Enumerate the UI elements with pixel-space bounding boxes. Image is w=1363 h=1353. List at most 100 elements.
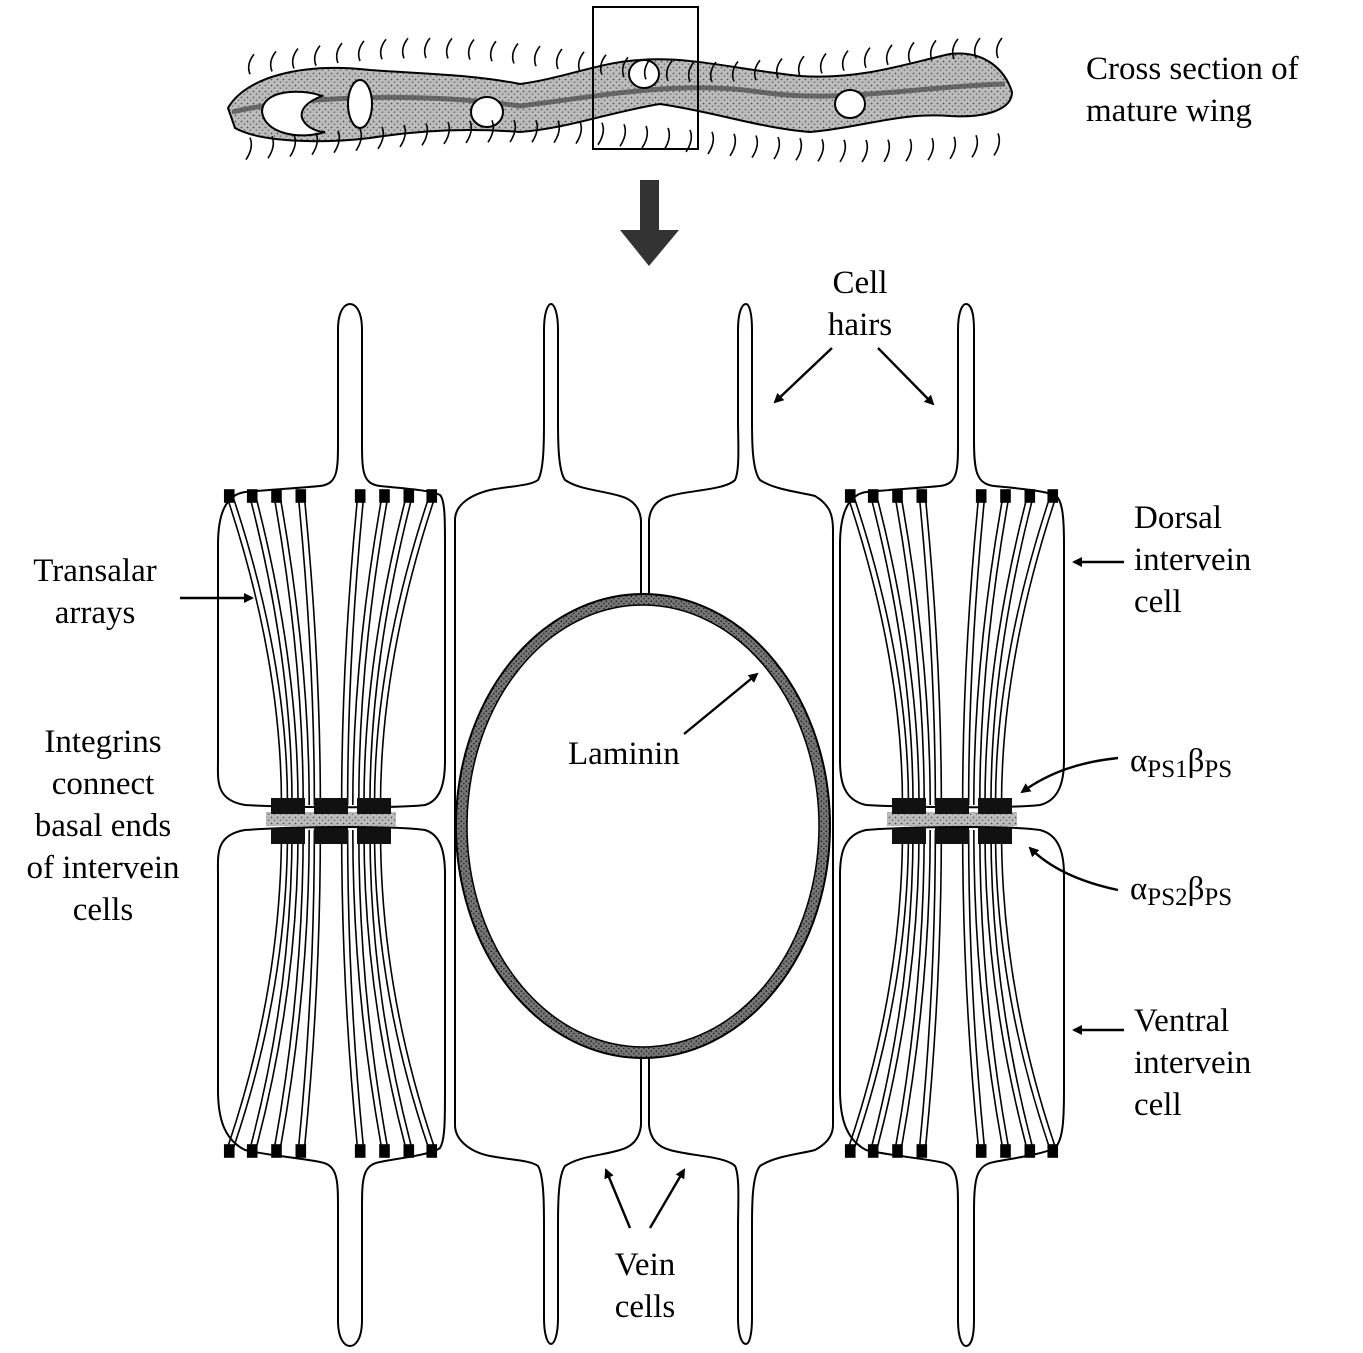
transalar-fibre bbox=[298, 830, 314, 1150]
wing-hair bbox=[821, 53, 826, 73]
fibre-anchor bbox=[846, 490, 855, 502]
ps2-alpha: α bbox=[1130, 871, 1147, 907]
wing-hair bbox=[818, 139, 823, 161]
ventral-line-1: Ventral bbox=[1134, 1000, 1251, 1042]
wing-hair bbox=[997, 38, 1002, 58]
integrin-block bbox=[978, 798, 1012, 814]
transalar-fibre bbox=[996, 830, 1051, 1150]
wing-hair bbox=[579, 52, 584, 72]
basal-gap bbox=[266, 812, 396, 826]
wing-hair bbox=[271, 51, 276, 71]
transalar-fibre bbox=[280, 830, 309, 1150]
fibre-anchor bbox=[272, 490, 281, 502]
wing-hair bbox=[447, 38, 452, 58]
fibre-anchor bbox=[1001, 1145, 1010, 1157]
vein-line-2: cells bbox=[590, 1286, 700, 1328]
ventral-line-3: cell bbox=[1134, 1084, 1251, 1126]
wing-hair bbox=[249, 54, 254, 74]
integrin-block bbox=[892, 798, 926, 814]
fibre-anchor bbox=[1025, 1145, 1034, 1157]
wing-hair bbox=[337, 43, 342, 63]
wing-hair bbox=[535, 46, 540, 66]
transalar-fibre bbox=[353, 830, 382, 1150]
fibre-anchor bbox=[296, 490, 305, 502]
integrin-block bbox=[271, 798, 305, 814]
fibre-anchor bbox=[380, 490, 389, 502]
cell-hairs-label: Cell hairs bbox=[810, 262, 910, 346]
ps1-beta-sub: PS bbox=[1204, 756, 1232, 783]
fibre-anchor bbox=[225, 1145, 234, 1157]
integrins-line-2: connect bbox=[0, 763, 206, 805]
transalar-fibre bbox=[963, 830, 979, 1150]
wing-hair bbox=[906, 139, 911, 161]
wing-hair bbox=[246, 138, 251, 160]
transalar-fibre bbox=[925, 496, 941, 805]
fibre-anchor bbox=[356, 490, 365, 502]
fibre-anchor bbox=[404, 1145, 413, 1157]
wing-hair bbox=[708, 132, 713, 154]
ps2-beta: β bbox=[1188, 871, 1205, 907]
fibre-anchor bbox=[1001, 490, 1010, 502]
transalar-fibre bbox=[304, 496, 320, 805]
ventral-line-2: intervein bbox=[1134, 1042, 1251, 1084]
fibre-anchor bbox=[917, 490, 926, 502]
wing-hair bbox=[972, 135, 977, 157]
wing-hair bbox=[928, 138, 933, 160]
fibre-anchor bbox=[893, 1145, 902, 1157]
wing-hair bbox=[576, 122, 581, 144]
transalar-fibre bbox=[280, 496, 309, 805]
integrins-line-5: cells bbox=[0, 889, 206, 931]
wing-hair bbox=[642, 126, 647, 148]
integrins-line-1: Integrins bbox=[0, 721, 206, 763]
transalar-fibre bbox=[963, 496, 979, 805]
fibre-anchor bbox=[248, 490, 257, 502]
wing-hair bbox=[862, 140, 867, 162]
laminin-label: Laminin bbox=[568, 733, 680, 775]
transalar-fibre bbox=[974, 496, 1003, 805]
wing-hair bbox=[620, 124, 625, 146]
integrin-block bbox=[314, 828, 348, 844]
transalar-fibre bbox=[895, 496, 924, 805]
transalar-fibre bbox=[359, 496, 388, 805]
cell-hairs-line-1: Cell bbox=[810, 262, 910, 304]
wing-hair bbox=[774, 137, 779, 159]
wing-hair bbox=[513, 44, 518, 64]
integrin-block bbox=[935, 828, 969, 844]
vein-line-1: Vein bbox=[590, 1244, 700, 1286]
transalar-label: Transalar arrays bbox=[10, 550, 180, 634]
dorsal-line-3: cell bbox=[1134, 581, 1251, 623]
transalar-fibre bbox=[854, 830, 909, 1150]
transalar-line-2: arrays bbox=[10, 592, 180, 634]
wing-cross-section bbox=[228, 7, 1012, 162]
wing-hair bbox=[909, 42, 914, 62]
wing-hair bbox=[843, 51, 848, 71]
fibre-anchor bbox=[977, 490, 986, 502]
transalar-fibre bbox=[901, 496, 930, 805]
transalar-fibre bbox=[375, 830, 430, 1150]
integrin-block bbox=[935, 798, 969, 814]
integrin-block bbox=[978, 828, 1012, 844]
wing-hair bbox=[381, 39, 386, 59]
integrin-block bbox=[357, 798, 391, 814]
wing-hair bbox=[598, 123, 603, 145]
wing-hair bbox=[865, 48, 870, 68]
fibre-anchor bbox=[427, 1145, 436, 1157]
ps1-alpha: α bbox=[1130, 743, 1147, 779]
fibre-anchor bbox=[893, 490, 902, 502]
transalar-fibre bbox=[348, 830, 364, 1150]
transalar-fibre bbox=[342, 830, 358, 1150]
alpha-ps2-beta-ps-label: αPS2βPS bbox=[1130, 868, 1232, 919]
integrin-block bbox=[271, 828, 305, 844]
wing-hair bbox=[664, 128, 669, 150]
transalar-fibre bbox=[974, 830, 1003, 1150]
wing-hair bbox=[975, 38, 980, 58]
transalar-fibre bbox=[969, 830, 985, 1150]
wing-hair bbox=[730, 134, 735, 156]
down-arrow-icon bbox=[620, 180, 679, 266]
wing-hair bbox=[799, 56, 804, 76]
fibre-anchor bbox=[1025, 490, 1034, 502]
transalar-fibre bbox=[925, 830, 941, 1150]
integrins-line-4: of intervein bbox=[0, 847, 206, 889]
cross-section-label: Cross section of mature wing bbox=[1086, 48, 1299, 132]
